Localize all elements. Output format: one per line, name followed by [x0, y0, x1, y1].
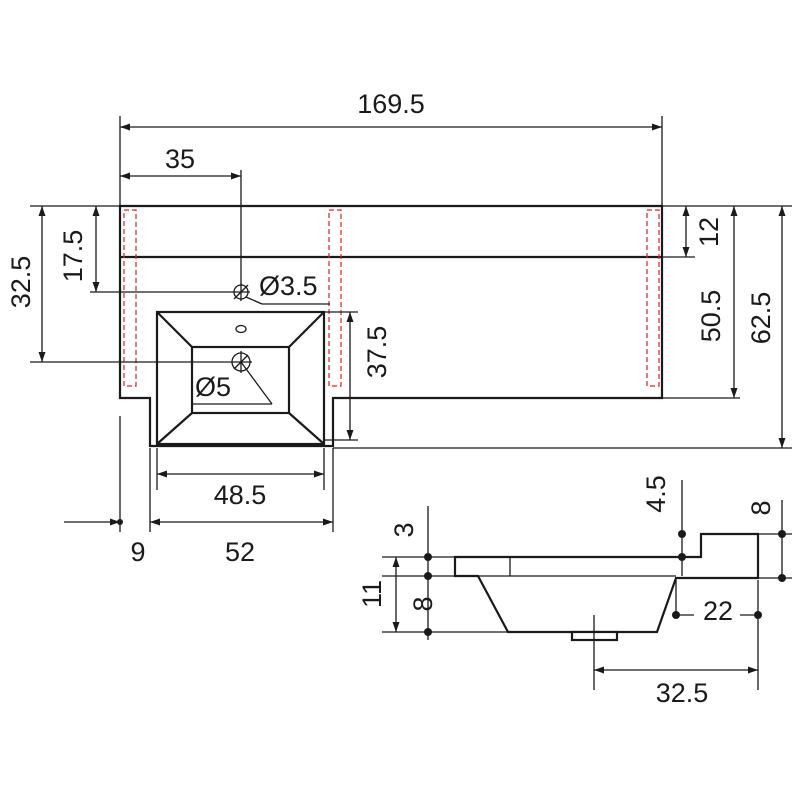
dim-drain-offset: 22 — [703, 596, 733, 626]
countertop-outline — [118, 204, 664, 448]
dim-dot — [117, 519, 123, 525]
dim-drain-to-back: 32.5 — [6, 256, 36, 309]
dim-total-height: 11 — [357, 580, 387, 608]
dim-right-length: 32.5 — [656, 678, 709, 708]
tap-hole-icon — [232, 283, 250, 301]
dim-top-thickness: 3 — [389, 522, 419, 537]
dim-shelf-depth: 12 — [694, 217, 724, 247]
side-dim-dots — [424, 530, 786, 636]
dim-overall-width: 169.5 — [357, 89, 425, 119]
dim-body-depth: 50.5 — [696, 290, 726, 343]
overflow-hole-icon — [235, 324, 247, 334]
dim-bowl-outer-width: 52 — [225, 537, 255, 567]
dim-tap-to-back: 17.5 — [58, 230, 88, 283]
dim-left-margin: 9 — [130, 537, 145, 567]
dimension-lines — [38, 123, 786, 526]
dim-bowl-height: 8 — [408, 596, 438, 611]
dim-step-offset: 4.5 — [641, 475, 671, 513]
dim-drain-hole: Ø5 — [195, 372, 231, 402]
bowl — [155, 310, 326, 446]
dim-tap-offset: 35 — [165, 144, 195, 174]
dim-tap-hole: Ø3.5 — [259, 271, 318, 301]
side-extension-lines — [382, 480, 792, 690]
dim-total-depth: 62.5 — [746, 292, 776, 345]
dim-bowl-depth: 37.5 — [362, 326, 392, 379]
hidden-support-lines — [123, 209, 660, 387]
dim-bowl-inner-width: 48.5 — [214, 480, 267, 510]
top-view: 169.5 35 17.5 32.5 12 50.5 62.5 Ø3.5 Ø5 … — [6, 89, 792, 567]
side-view: 3 11 8 4.5 8 22 32.5 — [357, 475, 792, 708]
dim-step-height: 8 — [746, 500, 776, 515]
extension-lines — [30, 116, 792, 532]
